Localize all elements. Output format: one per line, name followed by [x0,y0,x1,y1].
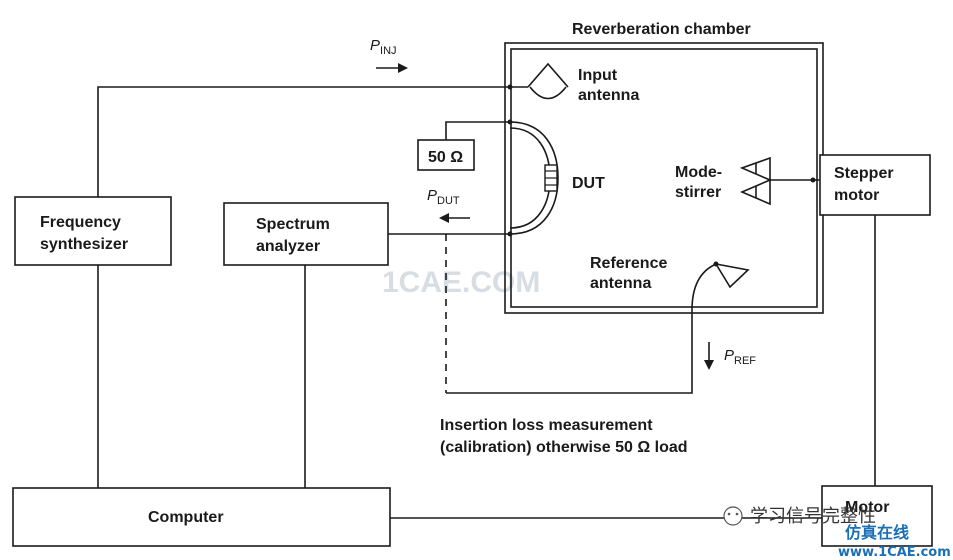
shaft-feedthrough-dot [810,177,816,183]
input-antenna-label-1: Input [578,67,618,84]
stepper-motor-label-2: motor [834,187,879,204]
wire-synth-to-input-antenna [97,86,510,197]
mode-stirrer-label-2: stirrer [675,184,721,201]
site-watermark-cn: 仿真在线 [845,523,909,542]
computer-label: Computer [148,509,224,526]
wire-load-to-dut [445,121,510,140]
reference-antenna-icon [714,262,750,289]
dut-cable-outer [509,121,559,235]
motor-controller-box [821,485,933,547]
frequency-synthesizer-label-1: Frequency [40,214,121,231]
reference-antenna-label-1: Reference [590,255,667,272]
input-antenna-label-2: antenna [578,87,639,104]
note-line-1: Insertion loss measurement [440,417,653,434]
wechat-icon [723,506,743,526]
mode-stirrer-label-1: Mode- [675,164,722,181]
dut-label: DUT [572,175,605,192]
computer-box [12,487,391,547]
spectrum-analyzer-label-1: Spectrum [256,216,330,233]
stepper-motor-label-1: Stepper [834,165,894,182]
frequency-synthesizer-box [14,196,172,266]
load-50-ohm-box [417,139,475,171]
p-dut-symbol: PDUT [427,187,460,207]
wire-reference-antenna [446,263,717,394]
spectrum-analyzer-box [223,202,389,266]
motor-controller-label: Motor [845,499,889,516]
reference-antenna-label-2: antenna [590,275,651,292]
p-ref-symbol: PREF [724,347,756,367]
frequency-synthesizer-label-2: synthesizer [40,236,128,253]
stepper-motor-box [819,154,931,216]
chamber-inner-wall [510,48,818,308]
dut-cable-inner [509,127,551,229]
chamber-title: Reverberation chamber [572,21,751,38]
input-antenna-icon [527,62,569,88]
site-watermark-url: www.1CAE.com [838,545,951,560]
spectrum-analyzer-label-2: analyzer [256,238,320,255]
wechat-watermark-text: 学习信号完整性 [750,506,876,527]
watermark-center: 1CAE.COM [382,266,540,299]
note-line-2: (calibration) otherwise 50 Ω load [440,439,688,456]
p-inj-symbol: PINJ [370,37,397,57]
wechat-watermark: 学习信号完整性 [723,506,876,527]
load-50-ohm-label: 50 Ω [428,149,463,166]
